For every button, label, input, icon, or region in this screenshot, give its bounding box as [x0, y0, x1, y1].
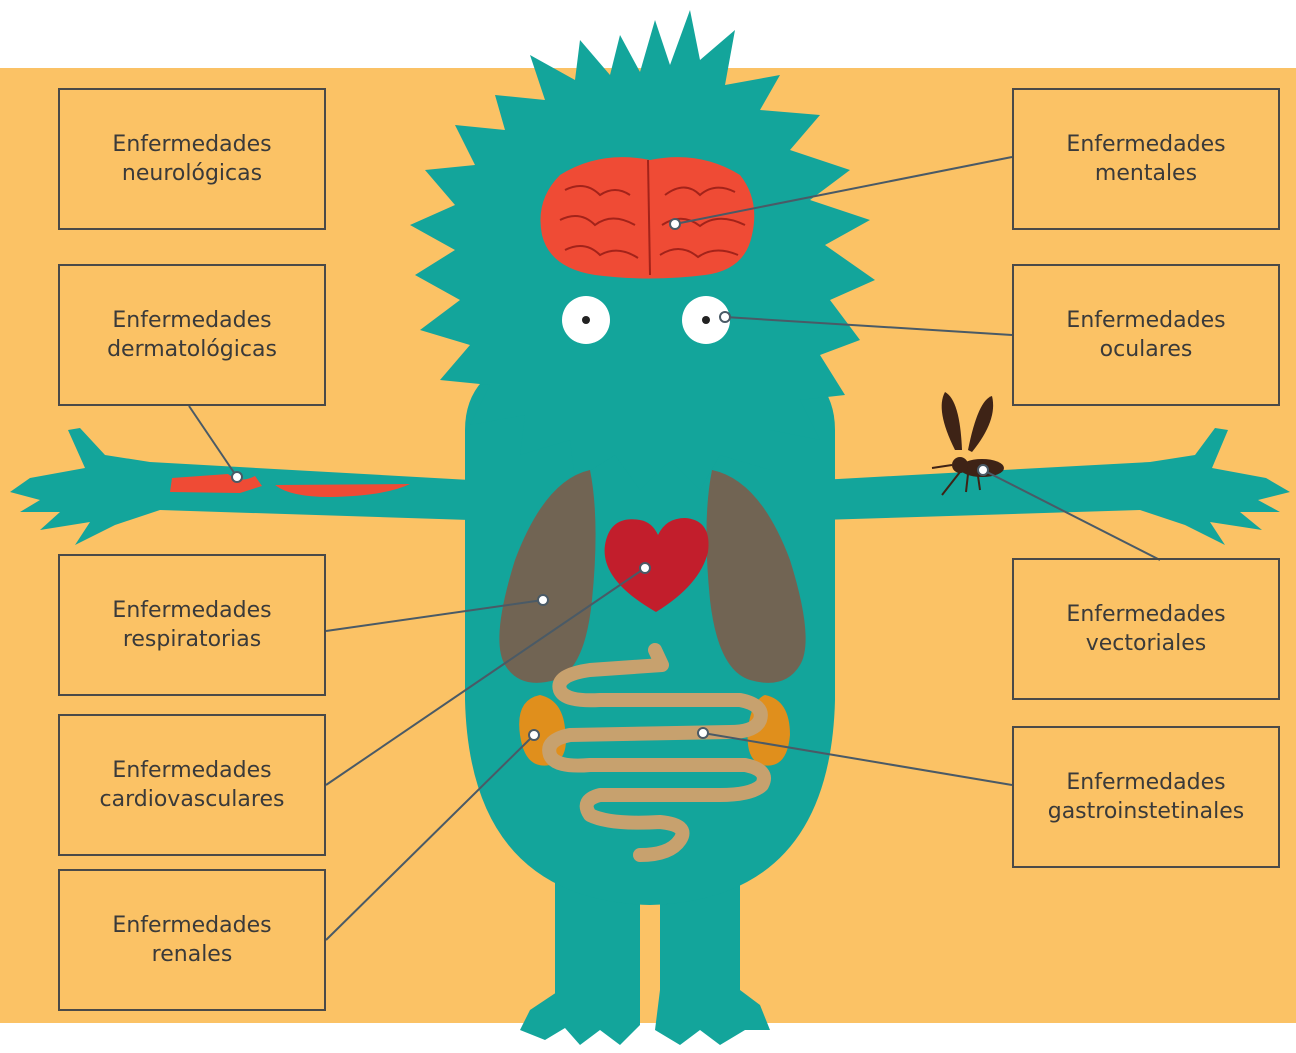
label-renales-line2: renales — [112, 940, 271, 969]
label-oculares-line1: Enfermedades — [1066, 306, 1225, 335]
label-gastrointestinales-line2: gastroinstetinales — [1048, 797, 1245, 826]
label-respiratorias-line2: respiratorias — [112, 625, 271, 654]
label-renales-line1: Enfermedades — [112, 911, 271, 940]
label-vectoriales-line1: Enfermedades — [1066, 600, 1225, 629]
label-mentales-line1: Enfermedades — [1066, 130, 1225, 159]
label-respiratorias-line1: Enfermedades — [112, 596, 271, 625]
label-mentales-line2: mentales — [1066, 159, 1225, 188]
label-neurologicas-line1: Enfermedades — [112, 130, 271, 159]
label-dermatologicas-line1: Enfermedades — [107, 306, 277, 335]
brain-icon — [540, 157, 754, 278]
label-vectoriales-line2: vectoriales — [1066, 629, 1225, 658]
label-dermatologicas-line2: dermatológicas — [107, 335, 277, 364]
label-gastrointestinales-line1: Enfermedades — [1048, 768, 1245, 797]
right-arm — [820, 428, 1290, 545]
label-cardiovasculares-line2: cardiovasculares — [100, 785, 285, 814]
label-oculares-line2: oculares — [1066, 335, 1225, 364]
label-cardiovasculares-line1: Enfermedades — [100, 756, 285, 785]
label-neurologicas-line2: neurológicas — [112, 159, 271, 188]
